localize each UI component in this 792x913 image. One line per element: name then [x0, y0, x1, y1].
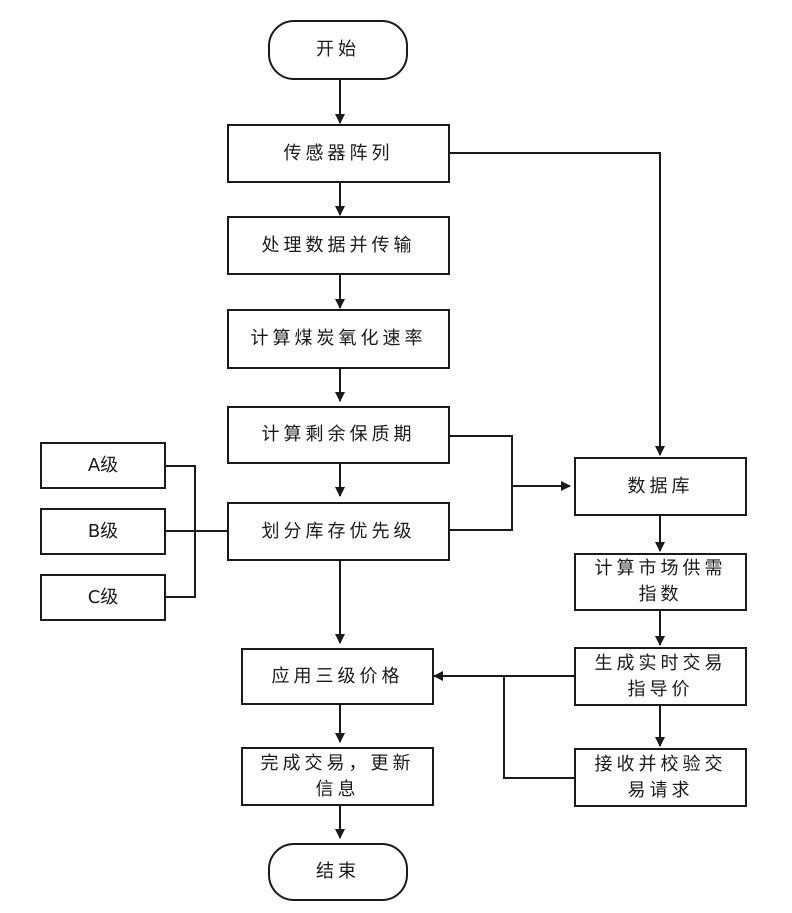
- start-node: 开始: [268, 20, 408, 80]
- grade-b-node: B级: [40, 508, 166, 555]
- shelf-life-label: 计算剩余保质期: [262, 422, 416, 448]
- supply-demand-label: 计算市场供需指数: [584, 556, 737, 608]
- line-shelflife-merge: [450, 436, 512, 530]
- line-receive-to-apply: [504, 676, 574, 778]
- process-transmit-node: 处理数据并传输: [227, 216, 450, 275]
- complete-update-node: 完成交易，更新信息: [241, 747, 434, 806]
- receive-verify-label: 接收并校验交易请求: [584, 752, 737, 804]
- guide-price-node: 生成实时交易指导价: [574, 647, 747, 706]
- grade-c-node: C级: [40, 574, 166, 621]
- grade-a-node: A级: [40, 442, 166, 489]
- shelf-life-node: 计算剩余保质期: [227, 406, 450, 464]
- arrow-sensor-to-database: [450, 153, 660, 455]
- start-label: 开始: [316, 37, 360, 63]
- oxidation-rate-node: 计算煤炭氧化速率: [227, 309, 450, 369]
- grade-b-label: B级: [88, 519, 118, 545]
- apply-price-label: 应用三级价格: [272, 664, 404, 690]
- guide-price-label: 生成实时交易指导价: [584, 651, 737, 703]
- priority-label: 划分库存优先级: [262, 519, 416, 545]
- receive-verify-node: 接收并校验交易请求: [574, 748, 747, 807]
- complete-update-label: 完成交易，更新信息: [251, 751, 424, 803]
- sensor-array-node: 传感器阵列: [227, 124, 450, 183]
- supply-demand-node: 计算市场供需指数: [574, 553, 747, 611]
- oxidation-rate-label: 计算煤炭氧化速率: [251, 326, 427, 352]
- database-node: 数据库: [574, 457, 747, 516]
- grade-a-label: A级: [88, 453, 118, 479]
- apply-price-node: 应用三级价格: [241, 648, 434, 705]
- priority-node: 划分库存优先级: [227, 502, 450, 561]
- sensor-array-label: 传感器阵列: [284, 141, 394, 167]
- process-transmit-label: 处理数据并传输: [262, 233, 416, 259]
- end-node: 结束: [268, 843, 408, 901]
- end-label: 结束: [316, 859, 360, 885]
- grade-c-label: C级: [88, 585, 119, 611]
- database-label: 数据库: [628, 474, 694, 500]
